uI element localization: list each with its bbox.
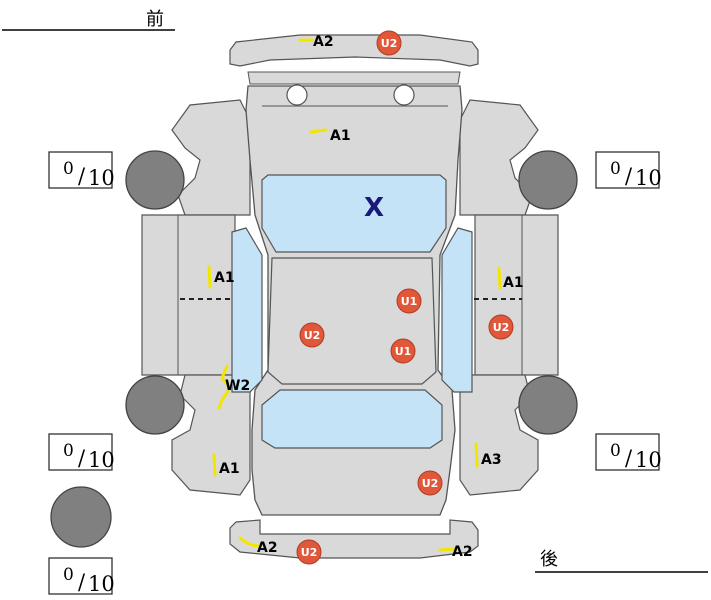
damage-label-rear-bumper-left: A2 [257,540,278,556]
svg-text:U1: U1 [401,295,418,308]
marker-right-door: U2 [488,314,514,340]
damage-label-hood: A1 [330,128,351,144]
front-label: 前 [146,9,164,30]
svg-text:0: 0 [63,159,74,179]
left-rear-quarter-side[interactable] [171,374,251,496]
svg-text:U2: U2 [304,329,321,342]
svg-text:0: 0 [63,565,74,585]
marker-front-bumper: U2 [376,30,402,56]
roof[interactable] [267,257,437,385]
windshield[interactable] [261,174,447,253]
front-bumper-lip [247,71,461,85]
tire-front-right[interactable] [518,150,578,210]
svg-text:10: 10 [88,448,115,472]
svg-text:U2: U2 [301,546,318,559]
left-front-fender-side[interactable] [171,99,251,216]
marker-roof-left: U2 [299,322,325,348]
svg-text:10: 10 [635,448,662,472]
svg-text:U2: U2 [381,37,398,50]
marker-trunk: U2 [417,470,443,496]
tire-rear-left[interactable] [125,375,185,435]
damage-label-left-rear-quarter: A1 [219,461,240,477]
svg-text:10: 10 [635,166,662,190]
tire-rear-right[interactable] [518,375,578,435]
tread-gauge-rear-right: 0 / 10 [595,433,662,472]
tread-gauge-front-right: 0 / 10 [595,151,662,190]
tread-gauge-rear-left: 0 / 10 [48,433,115,472]
damage-label-right-rear-quarter: A3 [481,452,502,468]
svg-text:10: 10 [88,572,115,596]
left-sill[interactable] [141,214,236,376]
svg-text:U2: U2 [493,321,510,334]
rear-bumper[interactable] [229,519,479,559]
svg-text:0: 0 [610,441,621,461]
left-side-window[interactable] [231,227,263,393]
tread-gauge-spare: 0 / 10 [48,557,115,596]
windshield-x-mark: X [364,193,384,223]
rear-window[interactable] [261,389,443,449]
damage-strokes [207,38,502,552]
svg-text:U1: U1 [395,345,412,358]
rear-label: 後 [540,549,558,570]
svg-text:0: 0 [63,441,74,461]
marker-rear-bumper: U2 [296,539,322,565]
damage-label-front-bumper: A2 [313,34,334,50]
svg-text:/: / [78,446,86,470]
svg-text:/: / [78,570,86,594]
tire-spare[interactable] [50,486,112,548]
right-headlamp [393,84,415,106]
svg-text:10: 10 [88,166,115,190]
svg-text:0: 0 [610,159,621,179]
tire-front-left[interactable] [125,150,185,210]
right-side-window[interactable] [441,227,473,393]
svg-text:U2: U2 [422,477,439,490]
damage-label-left-front-fender: A1 [214,270,235,286]
front-bumper[interactable] [229,34,479,67]
right-sill[interactable] [474,214,559,376]
marker-roof-lower: U1 [390,338,416,364]
tread-gauge-front-left: 0 / 10 [48,151,115,190]
svg-text:/: / [625,446,633,470]
svg-text:/: / [78,164,86,188]
svg-text:/: / [625,164,633,188]
marker-roof-upper: U1 [396,288,422,314]
damage-label-right-front-fender: A1 [503,275,524,291]
damage-label-rear-bumper-right: A2 [452,544,473,560]
left-headlamp [286,84,308,106]
damage-label-left-front-door: W2 [225,378,250,394]
